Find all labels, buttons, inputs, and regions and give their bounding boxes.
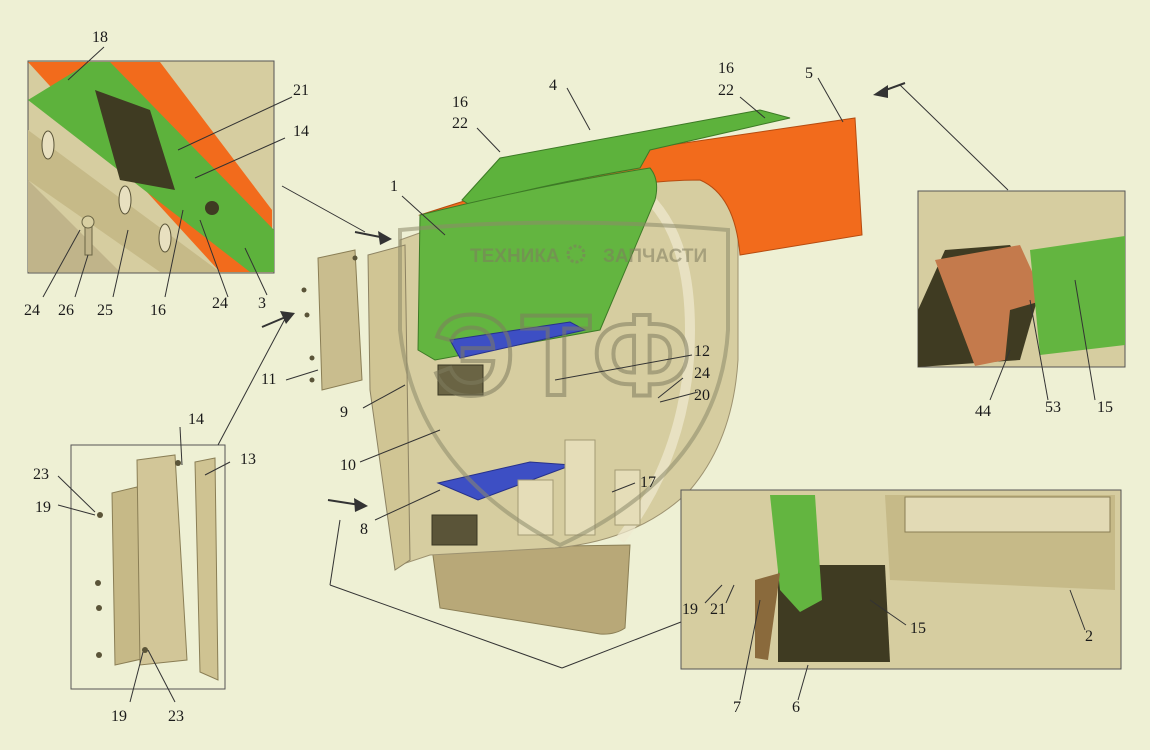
label-53: 53 (1045, 399, 1061, 416)
green-front-panel (417, 167, 658, 361)
label-1: 1 (390, 178, 398, 195)
label-4: 4 (549, 77, 557, 94)
mud-flap-main (431, 544, 631, 635)
watermark-shield (398, 220, 730, 548)
label-14-top: 14 (293, 123, 309, 140)
watermark: ТЕХНИКА ЗАПЧАСТИ ЭТФ (398, 220, 730, 548)
watermark-text-left: ТЕХНИКА (470, 246, 560, 267)
gear-icon (566, 244, 586, 264)
bracket-11 (301, 249, 363, 391)
label-10: 10 (340, 457, 356, 474)
label-18: 18 (92, 29, 108, 46)
upper-opening (437, 364, 484, 396)
label-21-b: 21 (710, 601, 726, 618)
detail-box-right (917, 190, 1126, 368)
part-labels: 18 21 14 24 26 25 16 24 3 16 22 4 16 22 … (24, 29, 1113, 725)
label-8: 8 (360, 521, 368, 538)
detail-box-bottom-left (70, 444, 226, 690)
watermark-big-letters: ЭТФ (433, 292, 697, 420)
label-16-b: 16 (452, 94, 468, 111)
label-13: 13 (240, 451, 256, 468)
label-22-b: 22 (718, 82, 734, 99)
label-5: 5 (805, 65, 813, 82)
label-17: 17 (640, 474, 656, 491)
label-9: 9 (340, 404, 348, 421)
label-14-b: 14 (188, 411, 204, 428)
label-24-c: 24 (694, 365, 710, 382)
label-3: 3 (258, 295, 266, 312)
label-11: 11 (261, 371, 276, 388)
label-22-a: 22 (452, 115, 468, 132)
label-19-c: 19 (682, 601, 698, 618)
label-44: 44 (975, 403, 991, 420)
direction-arrows (261, 82, 906, 512)
label-23-b: 23 (168, 708, 184, 725)
label-16-a: 16 (150, 302, 166, 319)
label-24-b: 24 (212, 295, 228, 312)
label-7: 7 (733, 699, 741, 716)
upper-step (449, 321, 587, 359)
label-12: 12 (694, 343, 710, 360)
detail-box-top-left (27, 60, 275, 274)
label-2: 2 (1085, 628, 1093, 645)
label-26: 26 (58, 302, 74, 319)
label-15-a: 15 (1097, 399, 1113, 416)
detail-box-bottom-right (680, 489, 1122, 670)
label-23-a: 23 (33, 466, 49, 483)
label-16-c: 16 (718, 60, 734, 77)
callout-lines (42, 46, 1096, 703)
label-24-a: 24 (24, 302, 40, 319)
left-bracket (367, 244, 411, 571)
label-25: 25 (97, 302, 113, 319)
label-20: 20 (694, 387, 710, 404)
label-19-b: 19 (111, 708, 127, 725)
label-21-top: 21 (293, 82, 309, 99)
label-15-b: 15 (910, 620, 926, 637)
watermark-text-right: ЗАПЧАСТИ (603, 246, 707, 267)
front-opening (431, 514, 478, 546)
label-6: 6 (792, 699, 800, 716)
label-19-a: 19 (35, 499, 51, 516)
